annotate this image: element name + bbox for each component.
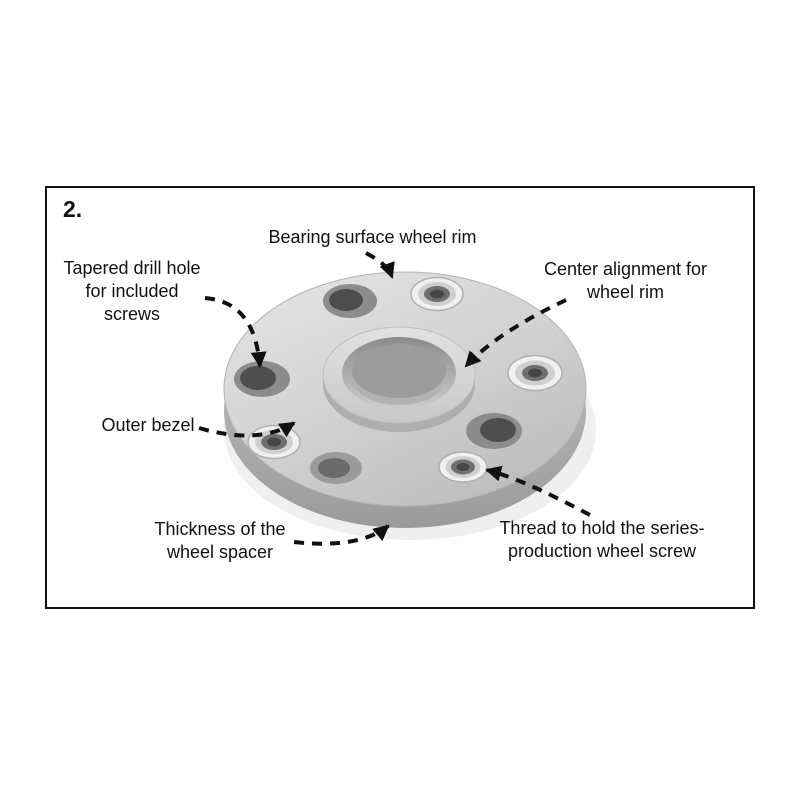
label-outer-bezel: Outer bezel — [101, 415, 195, 435]
label-thread: Thread to hold the series- production wh… — [499, 518, 705, 561]
label-bearing-surface: Bearing surface wheel rim — [268, 227, 477, 247]
label-thickness: Thickness of the wheel spacer — [154, 519, 286, 562]
label-tapered-drill-hole: Tapered drill hole for included screws — [63, 258, 201, 324]
label-center-alignment: Center alignment for wheel rim — [543, 259, 708, 302]
step-number: 2. — [63, 196, 83, 222]
